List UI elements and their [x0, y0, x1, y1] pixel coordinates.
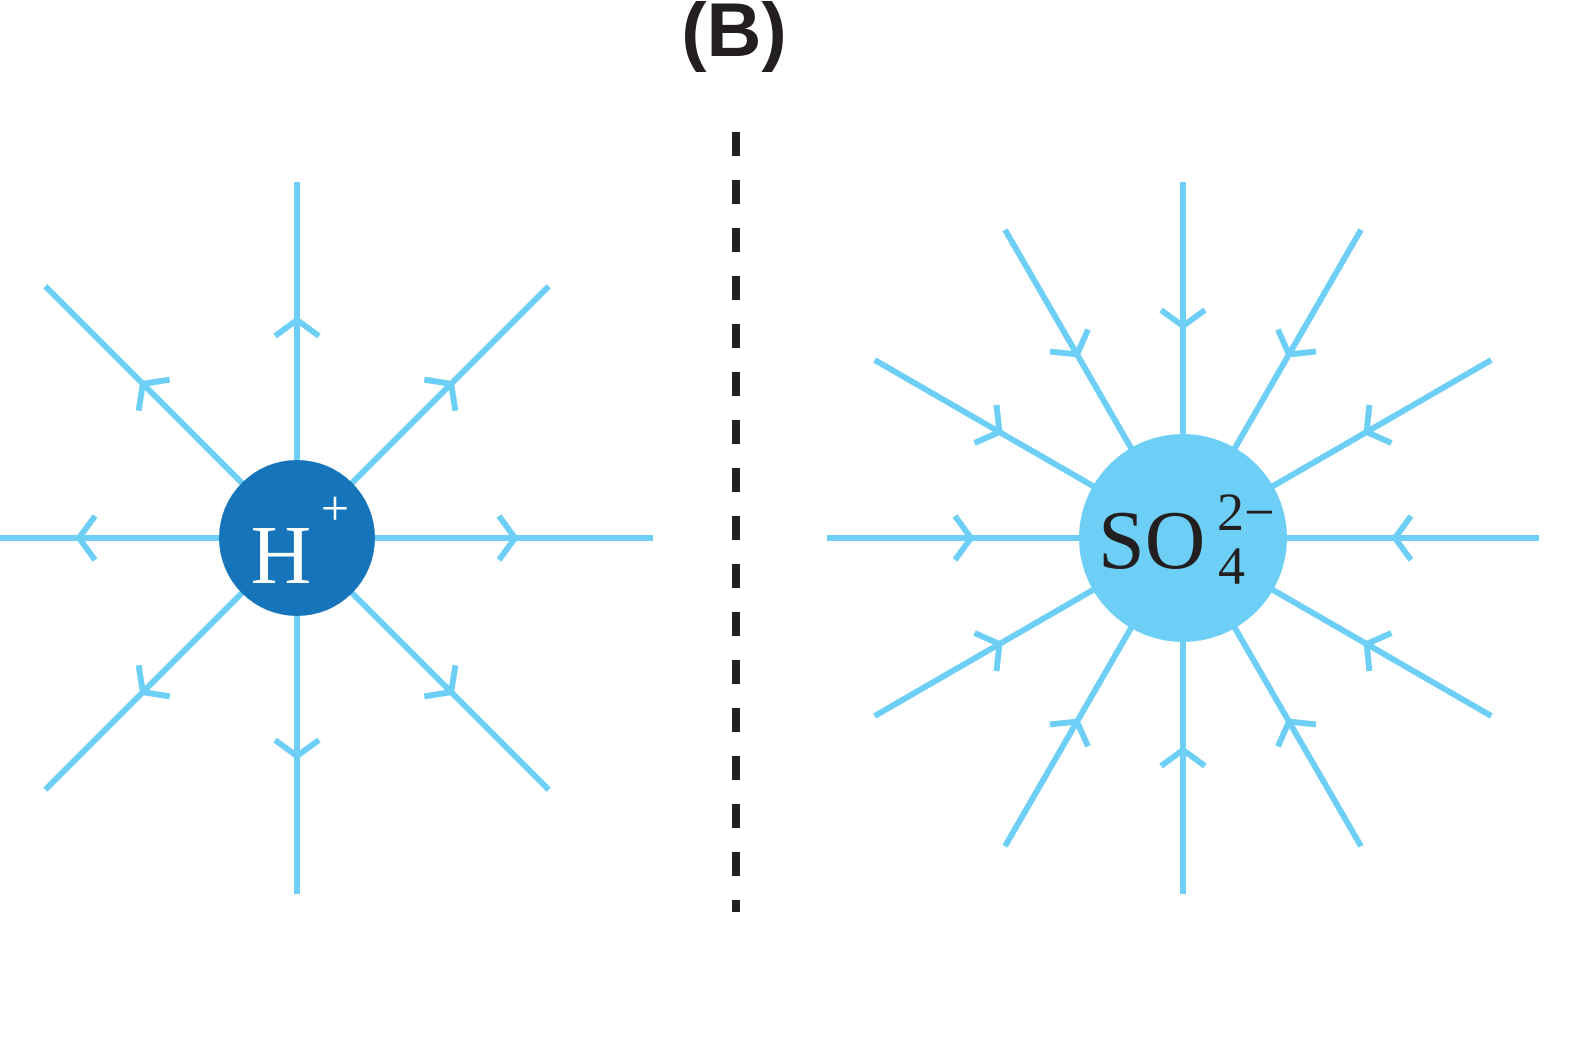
cation-field-line: [345, 586, 551, 792]
anion-arrowhead: [1275, 328, 1317, 358]
anion-sulfate-circle: [1079, 434, 1287, 642]
anion-arrowhead: [1391, 514, 1414, 562]
anion-arrowhead: [1159, 746, 1207, 769]
cation-charge: +: [321, 480, 349, 536]
panel-label: (B): [681, 0, 787, 73]
cation-arrowhead: [135, 664, 171, 700]
cation-symbol: H: [251, 509, 312, 602]
anion-field-line: [1002, 228, 1137, 455]
cation-arrowhead: [273, 316, 321, 339]
cation-field-line: [345, 284, 551, 490]
anion-arrowhead: [973, 404, 1003, 446]
anion-arrowhead: [952, 514, 975, 562]
cation-field-line: [43, 586, 249, 792]
anion-field-line: [873, 357, 1100, 492]
cation-arrowhead: [75, 514, 98, 562]
anion-field-line: [1266, 357, 1493, 492]
cation-field-line: [43, 284, 249, 490]
anion-field-line: [1229, 228, 1364, 455]
cation-h-plus-circle: [219, 460, 375, 616]
anion-charge: 2−: [1217, 482, 1274, 542]
anion-arrowhead: [1159, 307, 1207, 330]
anion-subscript: 4: [1218, 536, 1245, 596]
anion-field-lines: [827, 182, 1539, 894]
cation-field-lines: [0, 182, 653, 894]
anion-arrowhead: [1363, 404, 1393, 446]
anion-arrowhead: [1049, 328, 1091, 358]
cation-arrowhead: [496, 514, 519, 562]
cation-arrowhead: [423, 376, 459, 412]
cation-arrowhead: [273, 737, 321, 760]
anion-field-line: [873, 584, 1100, 719]
cation-arrowhead: [135, 376, 171, 412]
anion-arrowhead: [1049, 718, 1091, 748]
anion-field-line: [1266, 584, 1493, 719]
cation-arrowhead: [423, 664, 459, 700]
anion-field-line: [1229, 621, 1364, 848]
anion-arrowhead: [973, 630, 1003, 672]
anion-symbol: SO: [1098, 494, 1205, 587]
anion-arrowhead: [1275, 718, 1317, 748]
anion-field-line: [1002, 621, 1137, 848]
anion-arrowhead: [1363, 630, 1393, 672]
